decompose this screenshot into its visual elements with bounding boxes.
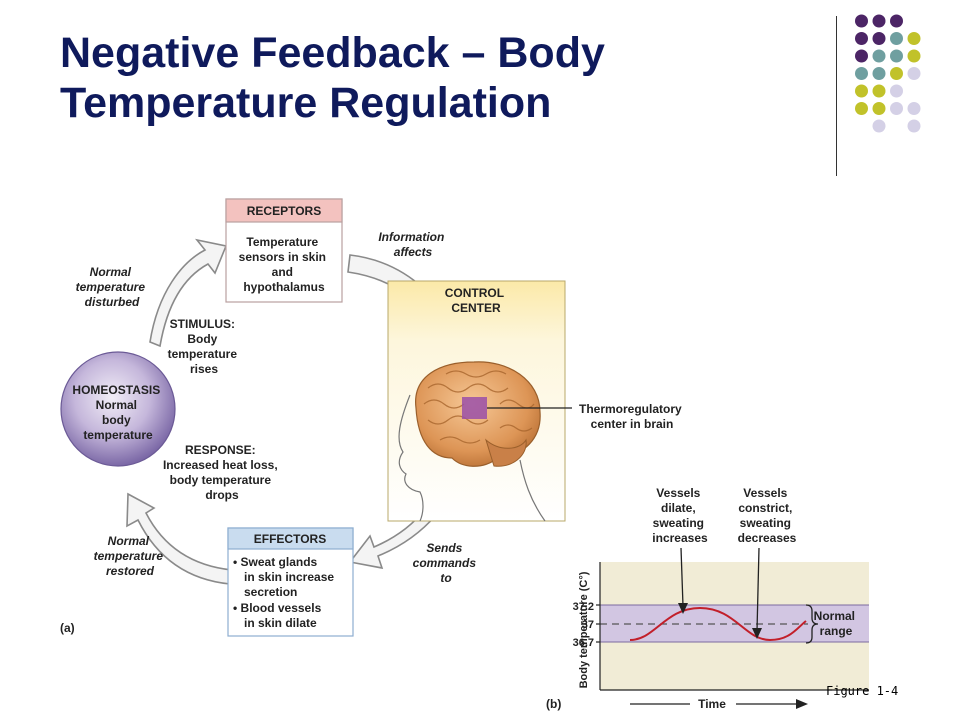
decorative-dot [855,67,868,80]
decorative-dot [890,102,903,115]
x-axis-label: Time [698,697,726,711]
neck-outline [519,459,546,522]
receptors-box [225,198,343,303]
effectors-header: EFFECTORS [254,532,326,546]
decorative-dot [890,84,903,98]
decorative-dot [872,14,886,28]
tick-label-36-7: 36.7 [573,637,594,649]
homeostasis-text: HOMEOSTASIS Normal body temperature [72,383,163,442]
annotation-vessels-dilate: Vessels dilate, sweating increases [652,486,708,545]
decorative-dot [872,84,886,98]
response-label: RESPONSE: Increased heat loss, body temp… [163,443,281,502]
decorative-dot [872,32,886,45]
thermoregulatory-center-highlight [462,397,487,419]
annotation-vessels-constrict: Vessels constrict, sweating decreases [738,486,797,545]
tick-marks [596,604,600,643]
information-affects-label: Information affects [378,230,447,259]
decorative-dot [855,84,868,98]
panel-a-label: (a) [60,621,75,635]
decorative-dot [890,14,903,28]
time-arrow [630,699,808,709]
decorative-dot [907,49,921,63]
decorative-dot [855,102,868,115]
receptors-header: RECEPTORS [247,204,321,218]
temperature-curve [629,606,807,642]
sends-commands-label: Sends commands to [413,541,480,585]
annotation-arrow-dilate [678,547,688,614]
normal-range-brace [805,604,819,644]
receptors-text: Temperature sensors in skin and hypothal… [239,235,330,294]
decorative-dot [890,67,903,80]
decorative-dot [872,119,886,133]
tick-label-37: 37 [582,619,594,631]
decorative-dot [907,67,921,80]
decorative-dot [890,32,903,45]
brain-image [415,361,572,467]
decorative-dot [907,119,921,133]
tick-label-37-2: 37.2 [573,601,594,613]
panel-b-label: (b) [546,697,561,711]
normal-range-label: Normal range [814,609,859,638]
homeostasis-circle [60,351,176,467]
annotation-arrow-constrict [752,547,762,639]
head-profile [398,394,424,522]
thermoregulatory-label: Thermoregulatory center in brain [579,402,685,431]
page-title: Negative Feedback – Body Temperature Reg… [60,29,605,127]
normal-temperature-disturbed-label: Normal temperature disturbed [76,265,149,309]
decorative-dot [855,49,868,63]
decorative-dot [872,49,886,63]
normal-temperature-restored-label: Normal temperature restored [94,534,167,578]
decorative-dot [907,32,921,45]
decorative-dot [890,49,903,63]
decorative-dot-grid [855,14,921,133]
effectors-box [227,527,354,637]
stimulus-label: STIMULUS: Body temperature rises [168,317,241,376]
decorative-dot [872,102,886,115]
control-center-label: CONTROL CENTER [445,286,507,315]
y-axis-label: Body temperature (C°) [578,571,590,688]
decorative-dot [907,102,921,115]
decorative-dot [855,32,868,45]
effectors-text: • Sweat glands in skin increase secretio… [233,555,337,630]
arrow-disturbed [149,238,228,348]
decorative-dot [855,14,868,28]
decorative-dot [872,67,886,80]
title-divider-line [836,16,837,176]
arrow-restored [126,492,233,585]
figure-label: Figure 1-4 [826,684,899,698]
